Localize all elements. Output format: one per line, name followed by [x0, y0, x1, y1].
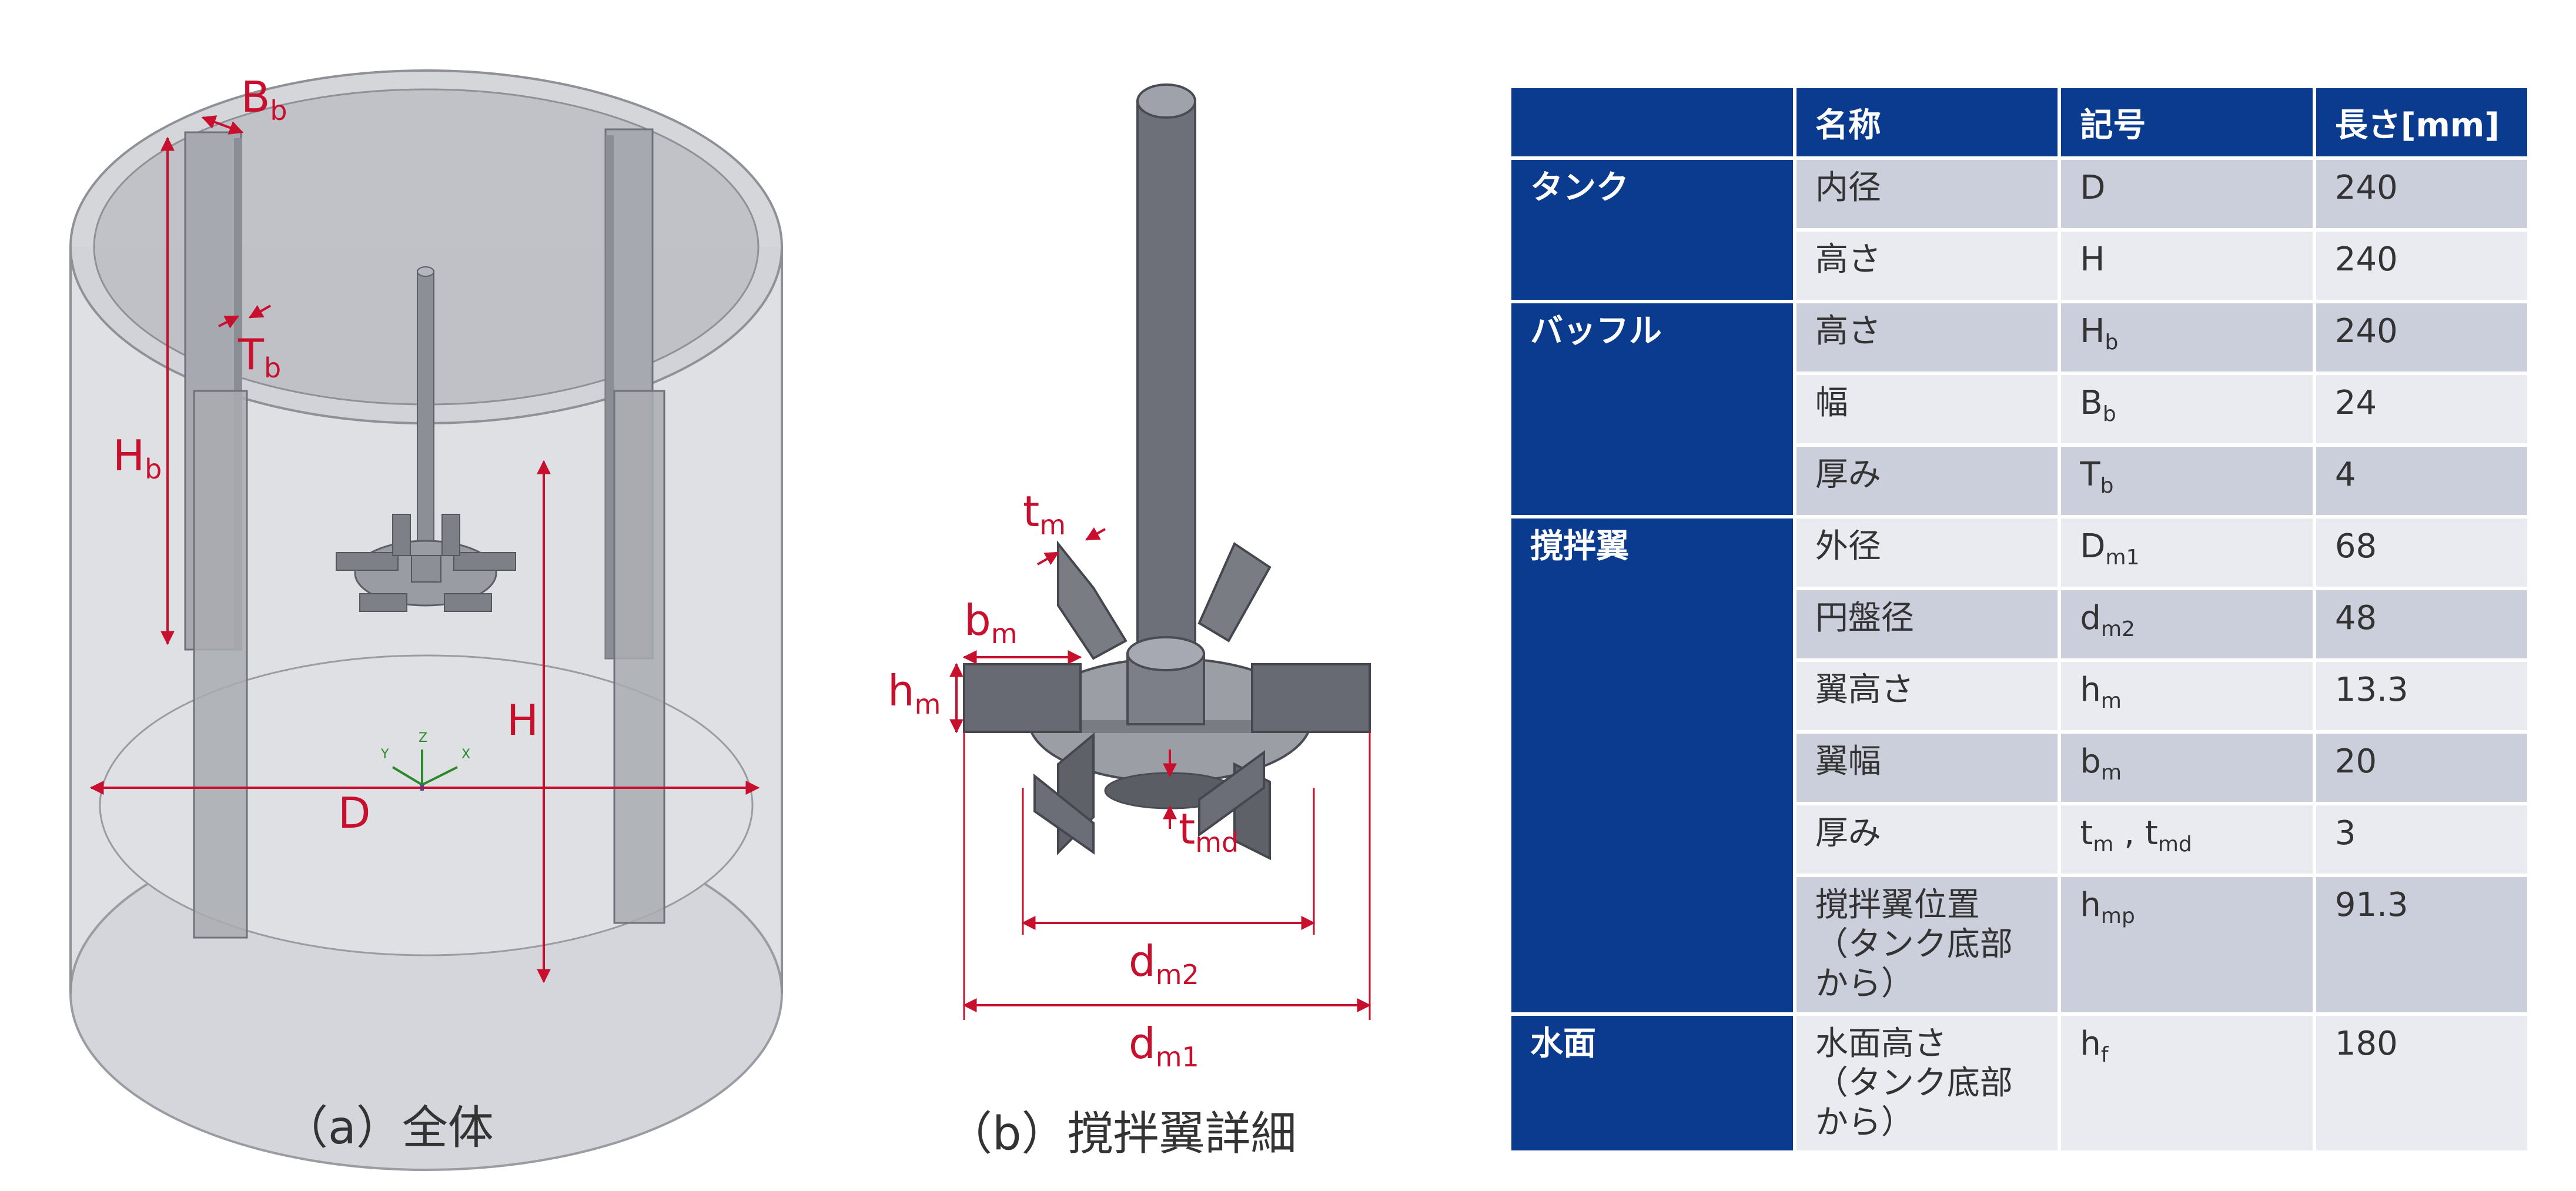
table-symbol-cell: hm [2061, 662, 2313, 730]
label-Tb: Tb [237, 330, 281, 384]
table-name-cell: 厚み [1796, 805, 2058, 874]
table-length-cell: 91.3 [2316, 877, 2527, 1012]
table-group-cell: 撹拌翼 [1511, 518, 1793, 1012]
header-length: 長さ[mm] [2316, 88, 2527, 156]
baffle-left-front [193, 390, 248, 939]
detail-shaft [1136, 83, 1196, 696]
table-group-cell: タンク [1511, 160, 1793, 300]
table-name-cell: 外径 [1796, 518, 2058, 587]
header-symbol: 記号 [2061, 88, 2313, 156]
label-hm: hm [888, 666, 941, 720]
table-symbol-cell: dm2 [2061, 590, 2313, 658]
dim-tm-left [1037, 551, 1060, 566]
detail-hub [1126, 636, 1205, 725]
table-length-cell: 24 [2316, 375, 2527, 443]
table-group-cell: バッフル [1511, 303, 1793, 515]
table-name-cell: 翼幅 [1796, 734, 2058, 802]
table-symbol-cell: Hb [2061, 303, 2313, 372]
table-symbol-cell: tm , tmd [2061, 805, 2313, 874]
table-symbol-cell: bm [2061, 734, 2313, 802]
label-Bb: Bb [241, 72, 287, 126]
table-length-cell: 13.3 [2316, 662, 2527, 730]
table-length-cell: 68 [2316, 518, 2527, 587]
tank-impeller [336, 514, 516, 612]
label-D: D [338, 788, 370, 838]
axis-x-label: X [461, 747, 470, 762]
header-group [1511, 88, 1793, 156]
label-dm2: dm2 [1129, 936, 1199, 991]
table-symbol-cell: H [2061, 232, 2313, 300]
coordinate-axes: Z Y X [380, 731, 470, 791]
table-name-cell: 撹拌翼位置（タンク底部から） [1796, 877, 2058, 1012]
table-length-cell: 3 [2316, 805, 2527, 874]
table-name-cell: 厚み [1796, 447, 2058, 515]
table-name-cell: 翼高さ [1796, 662, 2058, 730]
table-length-cell: 240 [2316, 303, 2527, 372]
table-length-cell: 4 [2316, 447, 2527, 515]
header-name: 名称 [1796, 88, 2058, 156]
caption-a: （a）全体 [282, 1102, 494, 1155]
label-Hb: Hb [113, 431, 162, 485]
dim-tm-right [1085, 527, 1106, 541]
dim-Tb-left [218, 315, 240, 329]
table-length-cell: 240 [2316, 232, 2527, 300]
table-name-cell: 幅 [1796, 375, 2058, 443]
label-tmd: tmd [1179, 804, 1239, 858]
table-name-cell: 円盤径 [1796, 590, 2058, 658]
label-tm: tm [1023, 487, 1066, 541]
table-symbol-cell: hf [2061, 1015, 2313, 1151]
tank-dimensions [89, 115, 760, 983]
baffle-right-front [613, 390, 665, 924]
axis-z-label: Z [419, 731, 427, 745]
impeller-detail-diagram: tm bm hm tmd dm2 dm1 （b）撹拌翼詳細 [888, 83, 1371, 1160]
caption-b: （b）撹拌翼詳細 [946, 1108, 1297, 1160]
table-symbol-cell: Dm1 [2061, 518, 2313, 587]
tank-diagram: Z Y X Bb Tb Hb H D （a）全体 [69, 69, 783, 1171]
label-H: H [507, 695, 538, 745]
table-name-cell: 高さ [1796, 303, 2058, 372]
table-length-cell: 240 [2316, 160, 2527, 228]
table-group-cell: 水面 [1511, 1015, 1793, 1151]
dim-Tb-right [248, 305, 271, 319]
table-length-cell: 180 [2316, 1015, 2527, 1151]
table-length-cell: 48 [2316, 590, 2527, 658]
table-symbol-cell: hmp [2061, 877, 2313, 1012]
label-dm1: dm1 [1129, 1019, 1199, 1073]
tank-floor [99, 654, 754, 956]
dim-Bb [201, 115, 244, 135]
table-symbol-cell: Bb [2061, 375, 2313, 443]
table-symbol-cell: Tb [2061, 447, 2313, 515]
tank-shaft [417, 266, 434, 565]
axis-y-label: Y [380, 747, 389, 762]
table-length-cell: 20 [2316, 734, 2527, 802]
label-bm: bm [964, 596, 1018, 650]
table-symbol-cell: D [2061, 160, 2313, 228]
table-name-cell: 内径 [1796, 160, 2058, 228]
table-name-cell: 水面高さ（タンク底部から） [1796, 1015, 2058, 1151]
table-name-cell: 高さ [1796, 232, 2058, 300]
detail-blades [963, 540, 1371, 861]
detail-dimensions [949, 527, 1371, 1020]
table-header-row: 名称 記号 長さ[mm] [1511, 88, 2527, 156]
